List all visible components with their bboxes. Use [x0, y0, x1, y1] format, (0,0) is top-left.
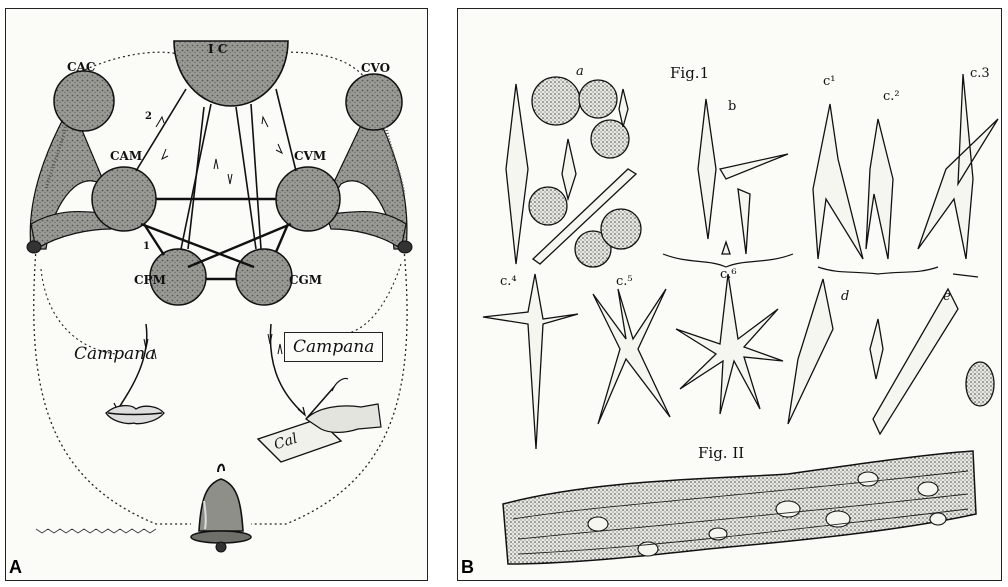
panel-b-letter: B: [461, 557, 474, 578]
mark-two: 2: [145, 111, 152, 122]
mark-one: 1: [143, 241, 150, 252]
label-c1: c¹: [823, 74, 836, 89]
label-c2: c.²: [883, 89, 900, 104]
bell-drawing: [191, 465, 251, 552]
panel-b: Fig.1 a b c¹ c.² c.3 c.⁴ c.⁵ c.⁶ d e Fig…: [457, 8, 1002, 581]
label-a: a: [576, 64, 584, 79]
label-d: d: [841, 289, 849, 304]
label-cpm: CPM: [134, 273, 166, 287]
campana-right-boxed: Campana: [284, 332, 383, 362]
label-ic: I C: [208, 42, 227, 56]
label-cvo: CVO: [361, 61, 390, 75]
label-c5: c.⁵: [616, 274, 633, 289]
fig-2-label: Fig. II: [698, 444, 744, 462]
label-e: e: [943, 289, 951, 304]
label-cgm: CGM: [289, 273, 322, 287]
fig-1-label: Fig.1: [670, 64, 709, 82]
crystal-figures: [458, 9, 1002, 581]
label-c6: c.⁶: [720, 267, 737, 282]
label-c3: c.3: [970, 66, 990, 81]
fibre-band: [503, 451, 976, 564]
label-b: b: [728, 99, 736, 114]
label-cam: CAM: [110, 149, 142, 163]
lips-drawing: [106, 406, 164, 424]
cvm-centre: [276, 167, 340, 231]
label-cvm: CVM: [294, 149, 326, 163]
cam-centre: [92, 167, 156, 231]
panel-a-letter: A: [9, 557, 22, 578]
label-cac: CAC: [67, 60, 95, 74]
label-c4: c.⁴: [500, 274, 517, 289]
top-centre: [174, 41, 288, 106]
cvo-centre: [346, 74, 402, 130]
cac-centre: [54, 71, 114, 131]
campana-left: Campana: [74, 344, 155, 364]
panel-a: I C CAC CVO CAM CVM CPM CGM 2 1 Campana …: [5, 8, 428, 581]
brain-centres-diagram: [6, 9, 428, 581]
cgm-centre: [236, 249, 292, 305]
